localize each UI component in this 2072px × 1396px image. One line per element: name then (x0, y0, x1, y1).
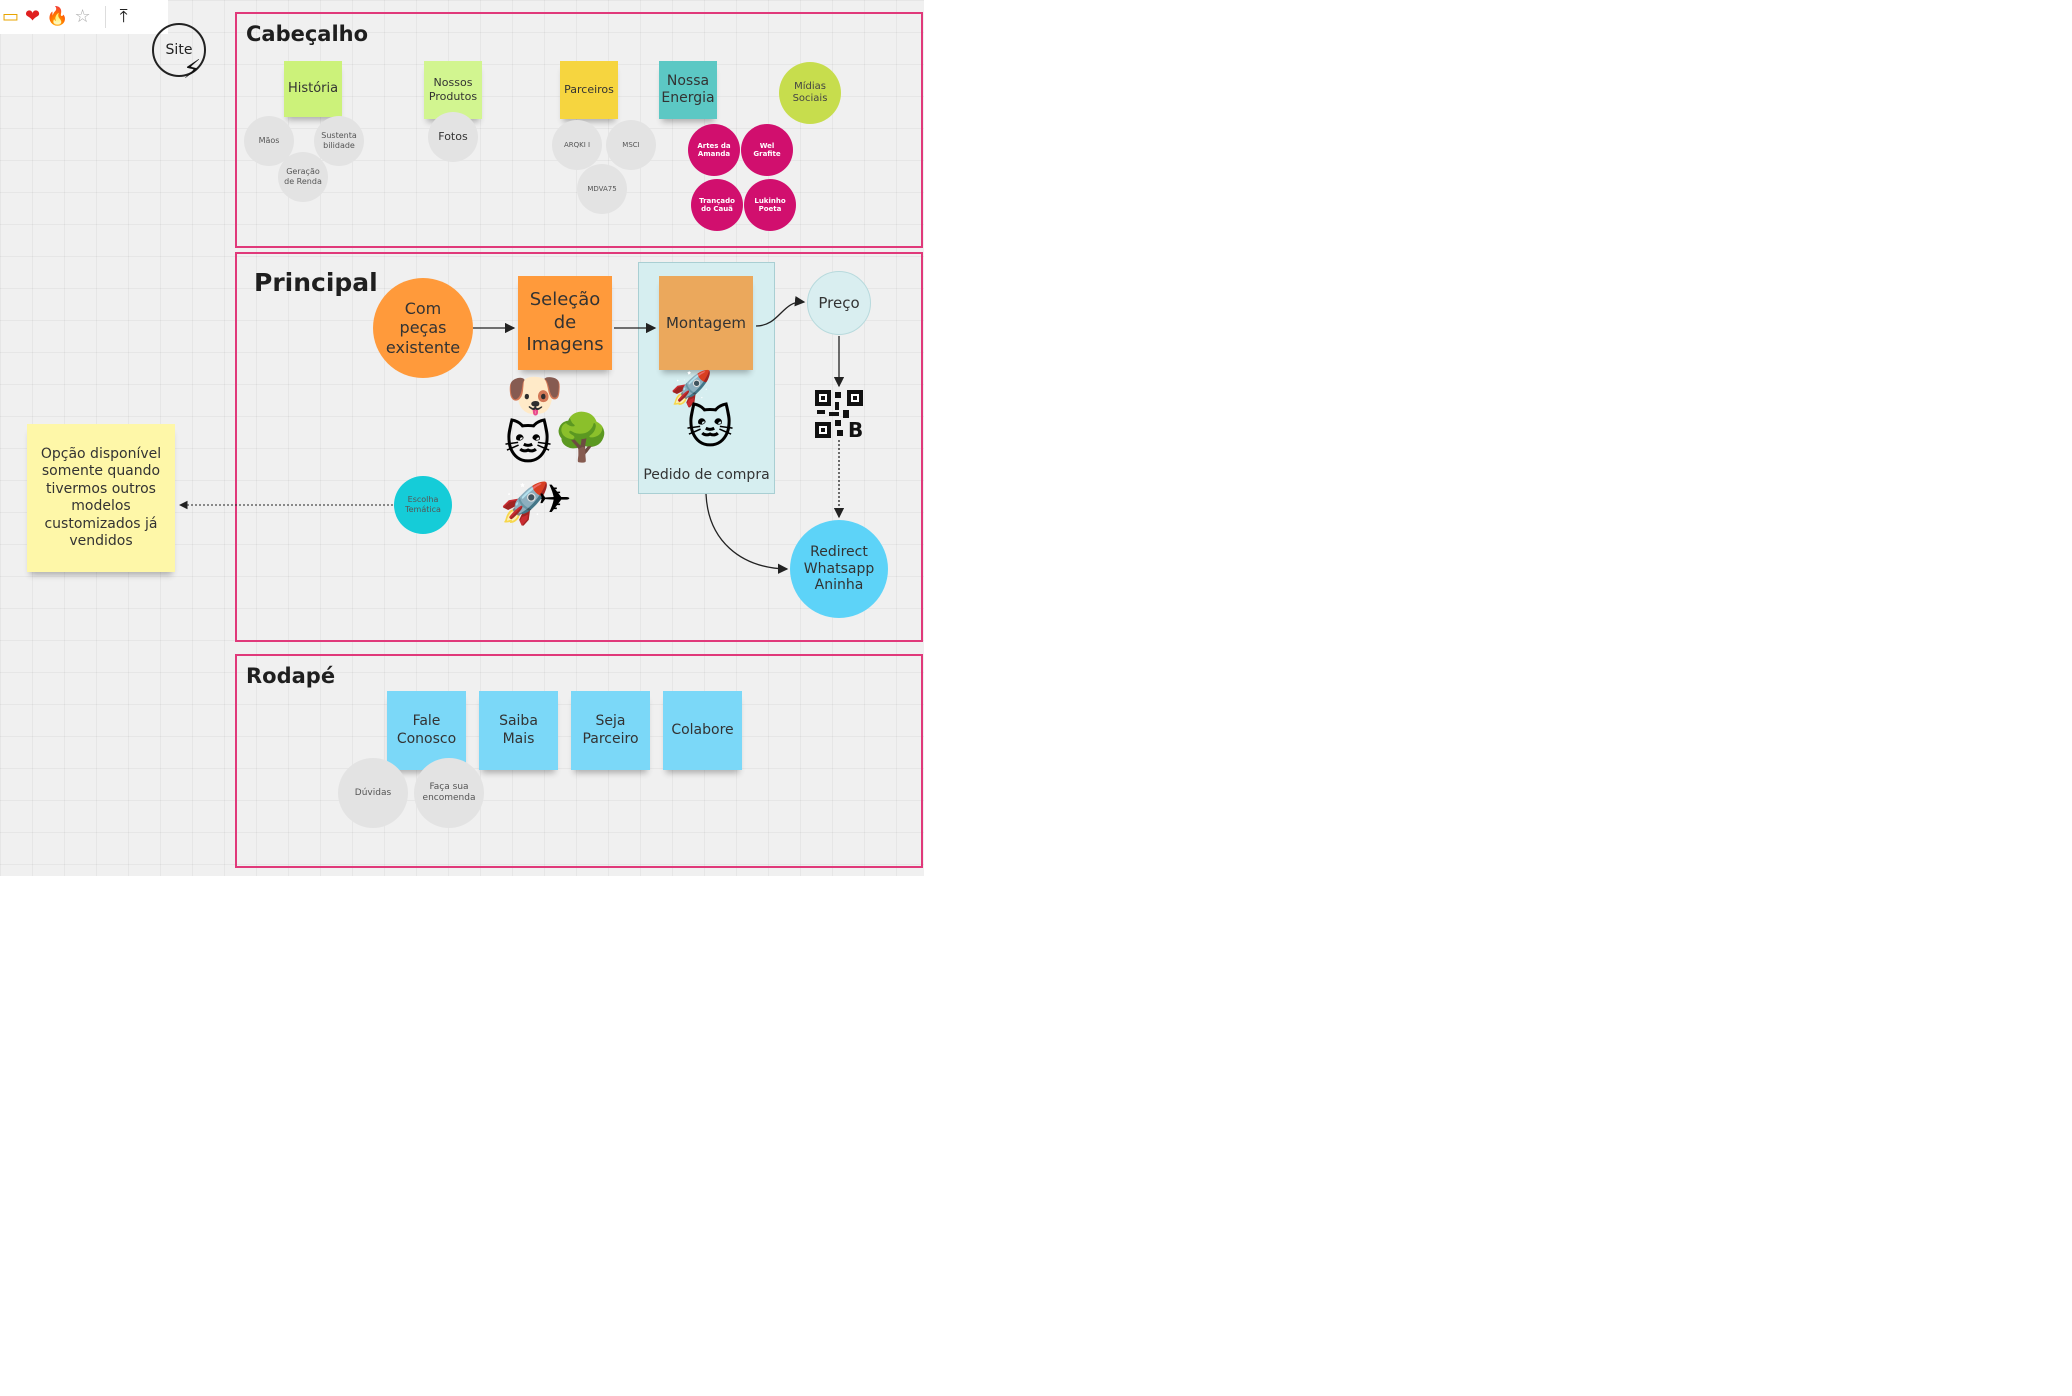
circle-label: Sustentabilidade (321, 131, 357, 150)
circle-artes-da-amanda[interactable]: Artes da Amanda (688, 124, 740, 176)
circle-label: ARQKI I (563, 140, 591, 149)
circle-label: Faça sua encomenda (422, 782, 476, 803)
circle-label: Escolha Temática (405, 495, 441, 514)
circle-arqki[interactable]: ARQKI I (552, 120, 602, 170)
circle-label: MDVA75 (587, 184, 617, 193)
circle-msci[interactable]: MSCI (606, 120, 656, 170)
tree-emoji[interactable]: 🌳 (553, 410, 611, 464)
header-frame-title: Cabeçalho (246, 22, 369, 46)
lightning-icon: ⚡ (183, 55, 202, 85)
circle-label: Fotos (438, 130, 468, 144)
circle-label: Mídias Sociais (792, 81, 828, 104)
circle-label: MSCI (622, 140, 640, 149)
sticky-opcao-disponivel[interactable]: Opção disponível somente quando tivermos… (27, 424, 175, 572)
circle-label: Preço (818, 294, 860, 312)
sticky-fale-conosco[interactable]: Fale Conosco (387, 691, 466, 770)
circle-sustentabilidade[interactable]: Sustentabilidade (314, 116, 364, 166)
sticky-label: Colabore (671, 721, 734, 738)
pedido-de-compra-label: Pedido de compra (643, 467, 770, 483)
circle-label: Dúvidas (354, 787, 392, 798)
star-icon[interactable]: ☆ (74, 6, 91, 27)
sticky-note-icon[interactable]: ▭ (2, 6, 20, 27)
sticky-selecao-de-imagens[interactable]: Seleção de Imagens (518, 276, 612, 370)
sticky-saiba-mais[interactable]: Saiba Mais (479, 691, 558, 770)
sticky-parceiros[interactable]: Parceiros (560, 61, 618, 119)
sticky-colabore[interactable]: Colabore (663, 691, 742, 770)
sticky-label: Seleção de Imagens (526, 289, 604, 356)
circle-mdva75[interactable]: MDVA75 (577, 164, 627, 214)
footer-frame-title: Rodapé (246, 664, 336, 688)
header-frame[interactable] (235, 12, 923, 248)
circle-label: Trançado do Cauã (699, 196, 735, 213)
fire-icon[interactable]: 🔥 (46, 6, 69, 27)
sticky-label: Fale Conosco (396, 713, 457, 747)
circle-escolha-tematica[interactable]: Escolha Temática (394, 476, 452, 534)
svg-text:B: B (848, 418, 863, 438)
rocket-emoji[interactable]: 🚀 (500, 481, 550, 527)
sticky-label: Opção disponível somente quando tivermos… (40, 445, 162, 550)
footer-frame[interactable] (235, 654, 923, 868)
sticky-label: Nossa Energia (661, 72, 715, 107)
sticky-seja-parceiro[interactable]: Seja Parceiro (571, 691, 650, 770)
circle-redirect-whatsapp-aninha[interactable]: Redirect Whatsapp Aninha (790, 520, 888, 618)
circle-faca-sua-encomenda[interactable]: Faça sua encomenda (414, 758, 484, 828)
main-frame-title: Principal (254, 268, 378, 297)
sticky-montagem[interactable]: Montagem (659, 276, 753, 370)
site-node[interactable]: Site (152, 23, 206, 77)
circle-wel-grafite[interactable]: Wel Grafite (741, 124, 793, 176)
sticky-label: Parceiros (564, 83, 614, 97)
upload-icon[interactable]: ⤒ (119, 6, 128, 27)
site-node-label: Site (165, 41, 193, 58)
board-toolbar: ▭ ❤ 🔥 ☆ ⤒ (0, 0, 168, 34)
sticky-label: Montagem (665, 313, 747, 332)
sticky-nossa-energia[interactable]: Nossa Energia (659, 61, 717, 119)
qr-code-icon: B (815, 390, 863, 442)
dog-emoji[interactable]: 🐶 (506, 368, 564, 422)
circle-geracao-de-renda[interactable]: Geração de Renda (278, 152, 328, 202)
circle-label: Lukinho Poeta (754, 196, 786, 213)
circle-com-pecas-existente[interactable]: Com peças existente (373, 278, 473, 378)
airplane-emoji[interactable]: ✈ (538, 477, 572, 523)
circle-label: Com peças existente (385, 299, 461, 357)
circle-label: Redirect Whatsapp Aninha (803, 543, 875, 594)
circle-trancado-do-caua[interactable]: Trançado do Cauã (691, 179, 743, 231)
cat-emoji-montagem[interactable]: 🐱 (686, 400, 734, 454)
toolbar-divider (104, 6, 106, 28)
heart-icon[interactable]: ❤ (25, 6, 41, 27)
circle-label: Wel Grafite (753, 141, 781, 158)
sticky-label: Saiba Mais (499, 713, 538, 747)
circle-label: Mãos (258, 136, 280, 146)
circle-label: Artes da Amanda (697, 141, 731, 158)
rocket-emoji-montagem[interactable]: 🚀 (670, 369, 713, 409)
circle-fotos[interactable]: Fotos (428, 112, 478, 162)
circle-lukinho-poeta[interactable]: Lukinho Poeta (744, 179, 796, 231)
circle-duvidas[interactable]: Dúvidas (338, 758, 408, 828)
sticky-historia[interactable]: História (284, 61, 342, 117)
circle-preco[interactable]: Preço (807, 271, 871, 335)
main-frame[interactable] (235, 252, 923, 642)
sticky-label: História (287, 80, 339, 96)
circle-label: Geração de Renda (284, 167, 322, 186)
sticky-label: Nossos Produtos (428, 76, 478, 103)
sticky-label: Seja Parceiro (582, 713, 639, 747)
cat-emoji[interactable]: 🐱 (504, 416, 552, 470)
circle-midias-sociais[interactable]: Mídias Sociais (779, 62, 841, 124)
sticky-nossos-produtos[interactable]: Nossos Produtos (424, 61, 482, 119)
